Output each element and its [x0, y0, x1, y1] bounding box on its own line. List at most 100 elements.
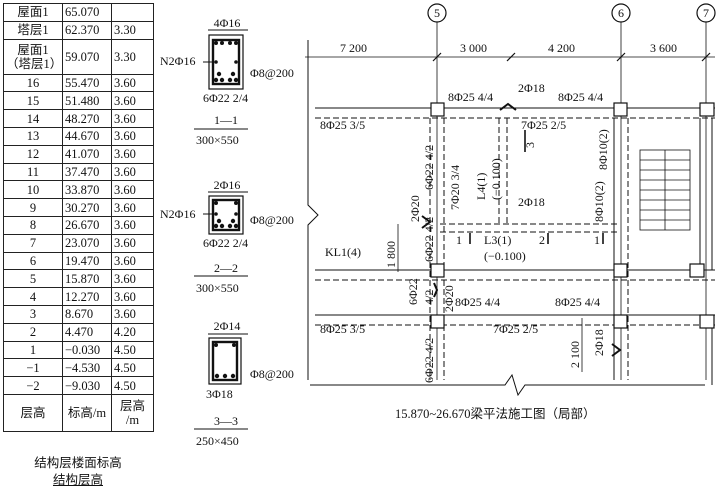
label-col5-v1: 6Φ22 4/2	[422, 145, 436, 190]
label-bot-row-mid: 7Φ25 2/5	[493, 322, 538, 336]
plan-labels: 5 6 7 7 200 3 000 4 200 3 600 2Φ18 8Φ25 …	[320, 6, 709, 421]
label-l4-elev: (−0.100)	[489, 158, 503, 200]
label-l3-elev: (−0.100)	[484, 249, 526, 263]
section-3-3: 2Φ14 Φ8@200 3Φ18 3—3 250×450	[194, 319, 294, 448]
height-cell: 3.60	[111, 180, 154, 200]
floor-cell: 屋面1 （塔层1）	[3, 38, 63, 75]
table-caption-elevation: 结构层楼面标高	[34, 456, 122, 470]
sec3-stirrup	[211, 340, 239, 382]
height-cell: 3.60	[111, 162, 154, 182]
label-bot-220: 2Φ20	[442, 285, 456, 312]
sec1-stirrup-label: Φ8@200	[250, 66, 294, 80]
dim-4200: 4 200	[548, 41, 575, 55]
height-cell: 3.60	[111, 304, 154, 324]
sec2-bottom-bars: 6Φ22 2/4	[203, 236, 248, 250]
height-cell: 3.60	[111, 287, 154, 306]
sec3-top-bars: 2Φ14	[214, 319, 241, 333]
elevation-cell: 12.270	[62, 287, 112, 306]
axis-label-5: 5	[434, 6, 440, 20]
height-cell: 4.20	[111, 322, 154, 342]
label-sec2: 2	[539, 233, 545, 247]
height-cell: 3.60	[111, 233, 154, 253]
dim-3600: 3 600	[650, 41, 677, 55]
section-1-1: 4Φ16 N2Φ16 Φ8@200 6Φ22 2/4 1—1 300×550	[160, 16, 294, 147]
floor-plan	[305, 3, 716, 397]
table-caption-height: 结构层高	[3, 469, 153, 488]
sec1-side-bars: N2Φ16	[160, 54, 195, 68]
sec2-title: 2—2	[214, 261, 238, 275]
elevation-cell: 59.070	[62, 38, 112, 75]
label-sec1a: 1	[456, 233, 462, 247]
footer-height-cell: 层高 /m	[111, 393, 154, 432]
label-l4-name: L4(1)	[474, 173, 488, 200]
label-bot-218: 2Φ18	[592, 329, 606, 356]
sec3-size: 250×450	[196, 434, 239, 448]
label-col5-v4: 6Φ22 4/2	[422, 338, 436, 383]
axis-label-7: 7	[703, 6, 709, 20]
sec2-size: 300×550	[196, 281, 239, 295]
label-dim-1800: 1 800	[384, 241, 398, 268]
label-l3-name: L3(1)	[484, 233, 511, 247]
sec2-side-bars: N2Φ16	[160, 207, 195, 221]
label-bot-right: 8Φ25 4/4	[555, 295, 600, 309]
label-sec1b: 1	[594, 233, 600, 247]
elevation-cell: 4.470	[62, 322, 112, 342]
label-right-v1: 8Φ10(2)	[592, 181, 606, 222]
elevation-cell: −0.030	[62, 340, 112, 360]
height-cell: 4.50	[111, 376, 154, 395]
elevation-cell: 48.270	[62, 109, 112, 128]
sec3-rebars	[214, 343, 236, 379]
sec2-top-bars: 2Φ16	[214, 178, 241, 192]
section-2-2: 2Φ16 N2Φ16 Φ8@200 6Φ22 2/4 2—2 300×550	[160, 178, 294, 295]
dim-3000: 3 000	[460, 41, 487, 55]
label-top-left: 8Φ25 4/4	[448, 90, 493, 104]
floor-cell: 15	[3, 91, 63, 111]
elevation-cell: 33.870	[62, 180, 112, 200]
staircase	[639, 149, 691, 231]
label-dim-2100: 2 100	[568, 341, 582, 368]
sec3-bottom-bars: 3Φ18	[206, 387, 233, 401]
footer-floor-cell: 层高	[3, 393, 63, 432]
label-sec3: 3	[523, 142, 537, 148]
height-cell: 4.50	[111, 340, 154, 360]
sec1-rebars	[213, 41, 239, 83]
label-top-row-mid: 7Φ25 2/5	[521, 118, 566, 132]
table-caption-height-text: 结构层高	[52, 473, 103, 487]
axis-label-6: 6	[618, 6, 624, 20]
sec1-top-bars: 4Φ16	[214, 16, 241, 30]
label-kl1: KL1(4)	[325, 245, 361, 259]
dim-7200: 7 200	[340, 41, 367, 55]
label-col5-v3: 6Φ22	[406, 278, 420, 305]
label-bot-row-left: 8Φ25 3/5	[320, 322, 365, 336]
sec1-title: 1—1	[214, 113, 238, 127]
elevation-cell: −4.530	[62, 358, 112, 378]
label-top-right: 8Φ25 4/4	[558, 90, 603, 104]
height-cell: 3.60	[111, 269, 154, 289]
label-2220-left: 2Φ20	[408, 195, 422, 222]
label-right-v2: 8Φ10(2)	[596, 129, 610, 170]
sec2-beam-outline	[208, 195, 244, 235]
footer-elevation-cell: 标高/m	[62, 393, 112, 432]
label-col5-v2: 6Φ22 4/2	[422, 217, 436, 262]
sec3-title: 3—3	[214, 414, 238, 428]
label-top-row-left: 8Φ25 3/5	[320, 118, 365, 132]
sec3-stirrup-label: Φ8@200	[250, 367, 294, 381]
sec1-bottom-bars: 6Φ22 2/4	[203, 91, 248, 105]
